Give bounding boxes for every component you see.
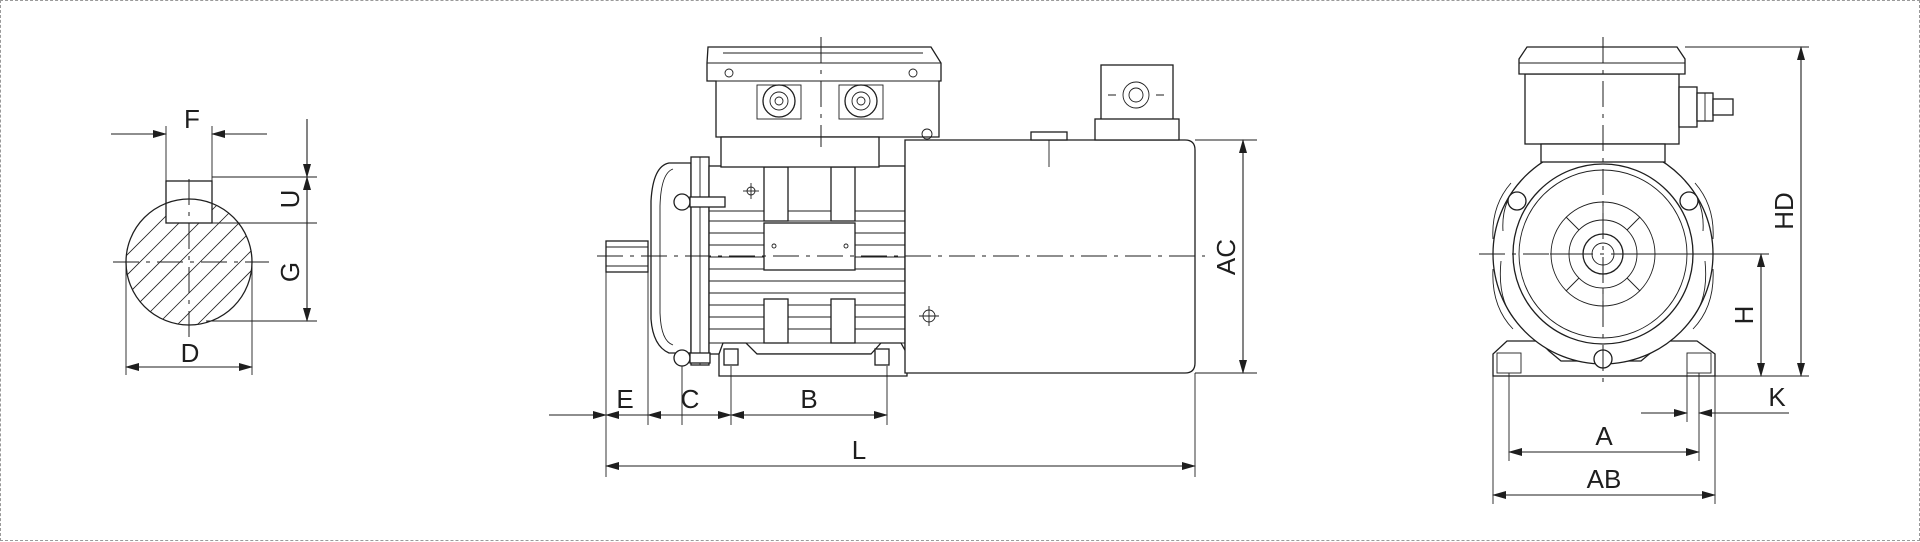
motor-feet (718, 342, 908, 377)
dim-label-B: B (800, 384, 817, 414)
nameplate (763, 222, 856, 271)
cable-gland-left (762, 84, 796, 118)
dim-label-L: L (852, 435, 866, 465)
dim-label-E: E (616, 384, 633, 414)
dim-label-C: C (681, 384, 700, 414)
dim-label-U: U (275, 190, 305, 209)
dim-label-A: A (1595, 421, 1613, 451)
front-feet (1492, 340, 1716, 377)
dim-label-H: H (1729, 306, 1759, 325)
terminal-box (706, 46, 942, 138)
front-terminal-box (1524, 73, 1680, 145)
dim-label-K: K (1768, 382, 1786, 412)
dim-label-HD: HD (1769, 192, 1799, 230)
dim-label-AB: AB (1587, 464, 1622, 494)
shaft-section-view: F U G D (111, 104, 317, 375)
dim-label-G: G (275, 262, 305, 282)
motor-front-view: HD H K A AB (1479, 37, 1809, 504)
motor-side-view: E C B L AC (549, 37, 1257, 477)
dim-label-F: F (184, 104, 200, 134)
brake-terminal-box (1100, 64, 1174, 127)
front-end-shield (650, 162, 692, 354)
dim-label-D: D (181, 338, 200, 368)
cable-gland-right (844, 84, 878, 118)
shaft-hatching (126, 199, 252, 325)
dim-label-AC: AC (1211, 239, 1241, 275)
